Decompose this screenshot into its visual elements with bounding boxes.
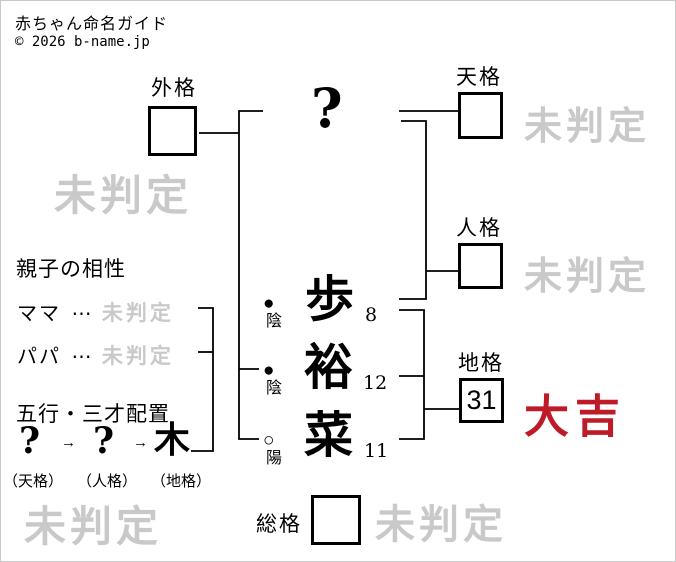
compat-row-papa: パパ ⋯ 未判定 (17, 340, 174, 370)
soukaku-result-watermark: 未判定 (375, 501, 507, 548)
mama-dots: ⋯ (71, 303, 92, 325)
tenkaku-value-box (458, 92, 503, 139)
stroke-count-1: 8 (365, 304, 378, 326)
gogyou-heading: 五行・三才配置 (16, 403, 170, 426)
gaikaku-value-box (148, 106, 197, 156)
mama-result: 未判定 (101, 300, 174, 325)
jinkaku-label: 人格 (456, 217, 502, 240)
name-char-2: 裕 (304, 338, 354, 396)
polarity-label-1: 陰 (266, 313, 283, 330)
name-char-3: 菜 (304, 406, 354, 464)
gogyou-caption-tenkaku: （天格） (3, 473, 64, 490)
stroke-count-3: 11 (364, 440, 389, 462)
surname-placeholder: ? (311, 76, 343, 140)
mama-label: ママ (17, 303, 61, 325)
name-char-1: 歩 (305, 270, 355, 328)
compat-row-mama: ママ ⋯ 未判定 (17, 297, 174, 327)
polarity-mark-2: ● (263, 360, 275, 381)
gogyou-element-jinkaku: ? (93, 420, 115, 462)
soukaku-label: 総格 (256, 513, 302, 536)
gogyou-element-tenkaku: ? (19, 420, 41, 462)
jinkaku-result-watermark: 未判定 (524, 253, 651, 298)
polarity-label-2: 陰 (266, 380, 283, 397)
gogyou-element-chikaku: 木 (154, 419, 191, 461)
jinkaku-value-box (458, 243, 503, 289)
tenkaku-result-watermark: 未判定 (524, 103, 651, 148)
copyright-text: © 2026 b-name.jp (15, 34, 150, 50)
papa-label: パパ (17, 346, 61, 368)
gogyou-caption-jinkaku: （人格） (77, 473, 138, 490)
gogyou-arrow-2: → (133, 434, 148, 451)
polarity-mark-1: ● (263, 293, 275, 314)
page-title: 赤ちゃん命名ガイド (15, 16, 169, 33)
polarity-mark-3: ○ (263, 430, 275, 451)
soukaku-value-box (311, 495, 361, 545)
stroke-count-2: 12 (363, 372, 388, 394)
bottom-left-watermark: 未判定 (24, 502, 163, 551)
tenkaku-label: 天格 (456, 66, 502, 89)
polarity-label-3: 陽 (266, 450, 283, 467)
chikaku-result-daikichi: 大吉 (524, 390, 627, 443)
chikaku-label: 地格 (458, 352, 504, 375)
papa-result: 未判定 (101, 343, 174, 368)
gogyou-caption-chikaku: （地格） (151, 473, 212, 490)
gaikaku-result-watermark: 未判定 (54, 171, 193, 220)
papa-dots: ⋯ (71, 346, 92, 368)
compatibility-heading: 親子の相性 (16, 258, 126, 281)
gaikaku-label: 外格 (151, 77, 197, 100)
chikaku-value-box: 31 (459, 378, 504, 423)
gogyou-arrow-1: → (61, 434, 76, 451)
